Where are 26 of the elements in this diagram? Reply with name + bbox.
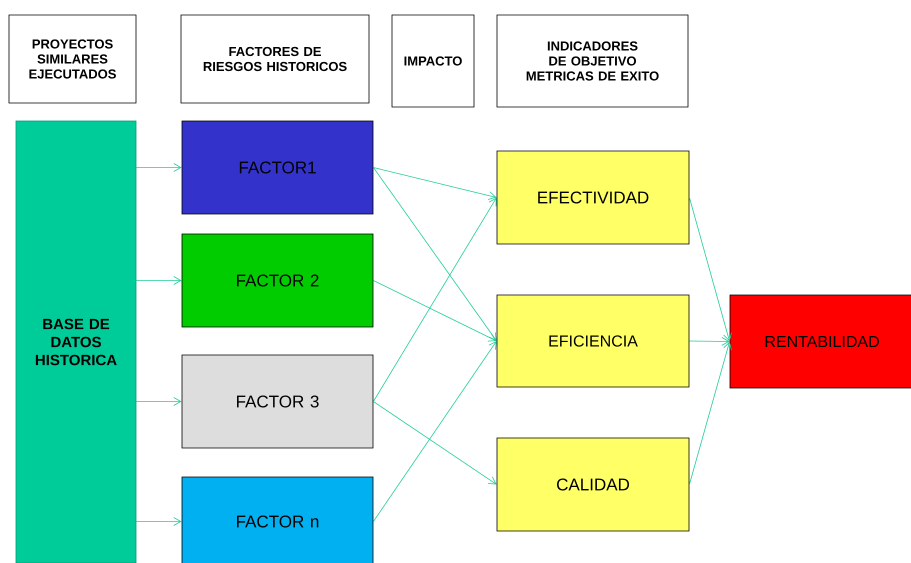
header-box: PROYECTOS SIMILARES EJECUTADOS bbox=[8, 14, 136, 104]
header-box: FACTORES DE RIESGOS HISTORICOS bbox=[180, 14, 370, 104]
arrow bbox=[373, 280, 497, 342]
factor-box: FACTOR 2 bbox=[182, 234, 374, 328]
arrow bbox=[136, 517, 182, 526]
factor-box: FACTOR1 bbox=[182, 120, 374, 214]
header-box: INDICADORES DE OBJETIVO METRICAS DE EXITO bbox=[496, 14, 688, 108]
arrow bbox=[136, 276, 182, 285]
arrow bbox=[689, 197, 732, 342]
indicator-box: EFECTIVIDAD bbox=[496, 150, 690, 244]
arrow bbox=[373, 167, 497, 341]
arrow bbox=[689, 342, 732, 485]
arrow bbox=[136, 397, 182, 406]
arrow bbox=[373, 401, 497, 484]
header-box: IMPACTO bbox=[392, 14, 474, 108]
indicator-box: EFICIENCIA bbox=[496, 294, 690, 388]
factor-box: FACTOR 3 bbox=[182, 354, 374, 448]
arrow bbox=[136, 163, 182, 172]
arrow bbox=[373, 167, 497, 200]
arrow bbox=[373, 341, 497, 522]
arrow bbox=[689, 337, 730, 346]
indicator-box: CALIDAD bbox=[496, 438, 690, 532]
database-bar: BASE DE DATOS HISTORICA bbox=[16, 120, 136, 563]
arrow bbox=[373, 198, 497, 402]
result-box: RENTABILIDAD bbox=[730, 294, 911, 388]
factor-box: FACTOR n bbox=[182, 476, 374, 563]
